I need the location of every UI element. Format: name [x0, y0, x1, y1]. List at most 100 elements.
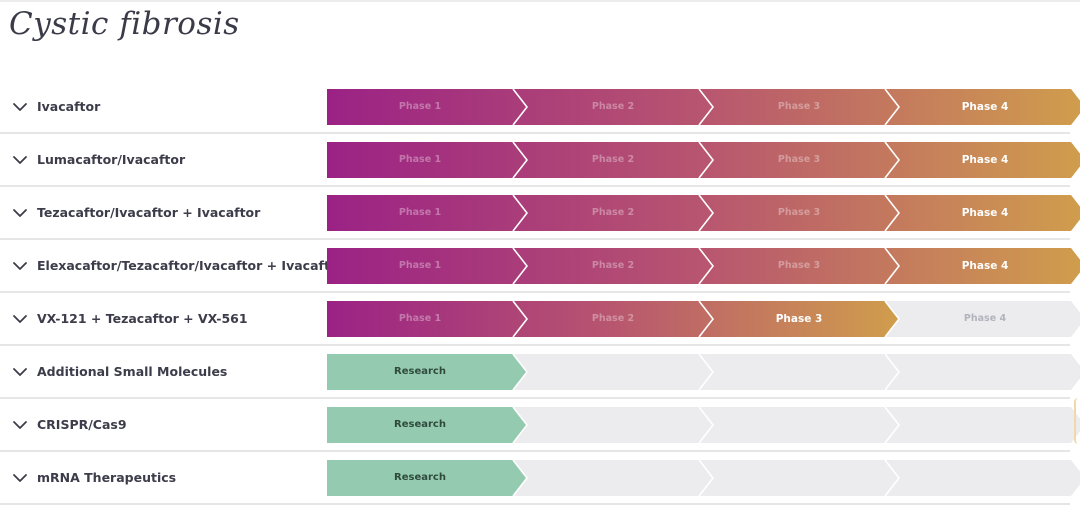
phase-progress-chart [327, 247, 1080, 285]
phase-label: Phase 3 [777, 260, 821, 271]
phase-segment-background [885, 354, 1080, 390]
phase-divider [698, 406, 715, 444]
expand-row-toggle[interactable]: Additional Small Molecules [12, 346, 227, 397]
expand-row-toggle[interactable]: VX-121 + Tezacaftor + VX-561 [12, 293, 248, 344]
pipeline-row: mRNA Therapeutics Research [0, 452, 1080, 505]
phase-segment-background [885, 460, 1080, 496]
chevron-down-icon [13, 473, 27, 482]
research-label: Research [394, 472, 446, 483]
pipeline-row: Additional Small Molecules Research [0, 346, 1080, 399]
scroll-edge-indicator [1074, 398, 1080, 444]
phase-label: Phase 4 [963, 313, 1007, 324]
pipeline-row: Elexacaftor/Tezacaftor/Ivacaftor + Ivaca… [0, 240, 1080, 293]
program-name: mRNA Therapeutics [37, 470, 177, 485]
phase-progress-track: Research [327, 406, 1080, 444]
phase-divider [884, 247, 901, 285]
phase-label: Phase 1 [398, 313, 442, 324]
phase-divider [884, 459, 901, 497]
chevron-down-icon [13, 314, 27, 323]
pipeline-row: CRISPR/Cas9 Research [0, 399, 1080, 452]
phase-divider [512, 406, 529, 444]
phase-progress-chart [327, 353, 1080, 391]
phase-progress-chart [327, 300, 1080, 338]
phase-segment-background [513, 354, 713, 390]
phase-divider [884, 300, 901, 338]
phase-label: Phase 4 [961, 154, 1009, 166]
research-label: Research [394, 419, 446, 430]
phase-progress-track: Research [327, 459, 1080, 497]
expand-row-toggle[interactable]: Ivacaftor [12, 81, 100, 132]
phase-divider [512, 459, 529, 497]
phase-progress-track: Phase 1 Phase 2 Phase 3 Phase 4 [327, 247, 1080, 285]
phase-divider [512, 141, 529, 179]
research-bar [327, 407, 527, 443]
top-divider [0, 0, 1080, 2]
phase-progress-chart [327, 406, 1080, 444]
chevron-down-icon [13, 102, 27, 111]
phase-label: Phase 2 [591, 313, 635, 324]
phase-segment-background [699, 354, 899, 390]
phase-divider [698, 247, 715, 285]
chevron-down-icon [13, 155, 27, 164]
phase-label: Phase 3 [777, 101, 821, 112]
chevron-down-icon [13, 420, 27, 429]
research-label: Research [394, 366, 446, 377]
phase-segment-background [885, 407, 1080, 443]
expand-row-toggle[interactable]: mRNA Therapeutics [12, 452, 176, 503]
phase-divider [698, 194, 715, 232]
program-name: Ivacaftor [37, 99, 101, 114]
program-name: Lumacaftor/Ivacaftor [37, 152, 186, 167]
phase-divider [698, 88, 715, 126]
program-name: Additional Small Molecules [37, 364, 228, 379]
phase-label: Phase 1 [398, 260, 442, 271]
phase-label: Phase 1 [398, 154, 442, 165]
expand-row-toggle[interactable]: Tezacaftor/Ivacaftor + Ivacaftor [12, 187, 260, 238]
phase-divider [884, 194, 901, 232]
program-name: CRISPR/Cas9 [37, 417, 127, 432]
phase-label: Phase 4 [961, 101, 1009, 113]
chevron-down-icon [13, 367, 27, 376]
chevron-down-icon [13, 261, 27, 270]
expand-row-toggle[interactable]: Elexacaftor/Tezacaftor/Ivacaftor + Ivaca… [12, 240, 345, 291]
phase-segment-background [699, 460, 899, 496]
phase-divider [512, 88, 529, 126]
pipeline-row: Tezacaftor/Ivacaftor + Ivacaftor Phase 1 P… [0, 187, 1080, 240]
phase-progress-chart [327, 88, 1080, 126]
phase-segment-background [513, 407, 713, 443]
phase-progress-track: Research [327, 353, 1080, 391]
program-name: Elexacaftor/Tezacaftor/Ivacaftor + Ivaca… [37, 258, 345, 273]
phase-segment-background [513, 460, 713, 496]
page-title: Cystic fibrosis [9, 6, 240, 42]
research-bar [327, 354, 527, 390]
phase-label: Phase 3 [777, 154, 821, 165]
phase-progress-chart [327, 141, 1080, 179]
phase-divider [884, 88, 901, 126]
phase-label: Phase 1 [398, 207, 442, 218]
phase-label: Phase 2 [591, 154, 635, 165]
phase-progress-chart [327, 459, 1080, 497]
phase-divider [512, 300, 529, 338]
phase-divider [884, 406, 901, 444]
phase-divider [698, 353, 715, 391]
phase-divider [512, 353, 529, 391]
expand-row-toggle[interactable]: CRISPR/Cas9 [12, 399, 127, 450]
phase-progress-track: Phase 1 Phase 2 Phase 3 Phase 4 [327, 141, 1080, 179]
phase-segment-background [885, 301, 1080, 337]
phase-segment-background [699, 407, 899, 443]
pipeline-row: VX-121 + Tezacaftor + VX-561 Phase 1 Phase… [0, 293, 1080, 346]
expand-row-toggle[interactable]: Lumacaftor/Ivacaftor [12, 134, 185, 185]
phase-label: Phase 1 [398, 101, 442, 112]
phase-divider [884, 353, 901, 391]
phase-label: Phase 4 [961, 260, 1009, 272]
chevron-down-icon [13, 208, 27, 217]
phase-label: Phase 2 [591, 260, 635, 271]
phase-label: Phase 4 [961, 207, 1009, 219]
phase-label: Phase 2 [591, 207, 635, 218]
phase-divider [884, 141, 901, 179]
